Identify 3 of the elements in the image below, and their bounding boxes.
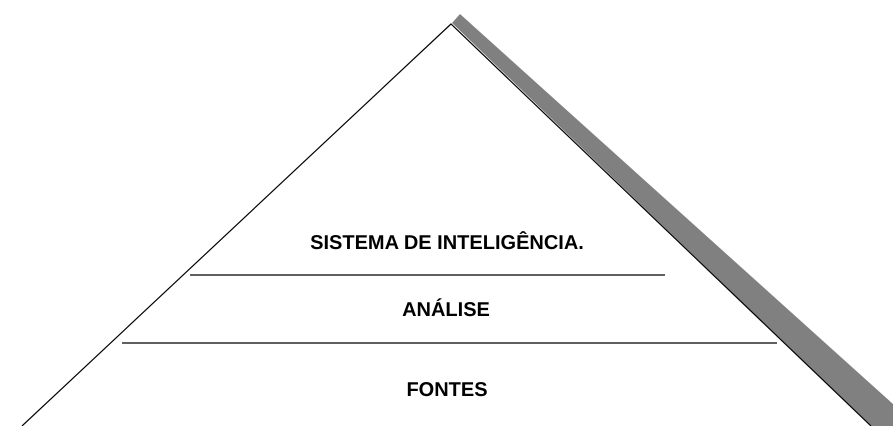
level-label: FONTES (406, 379, 488, 402)
level-label: ANÁLISE (402, 299, 490, 322)
level-label: SISTEMA DE INTELIGÊNCIA. (310, 232, 584, 255)
